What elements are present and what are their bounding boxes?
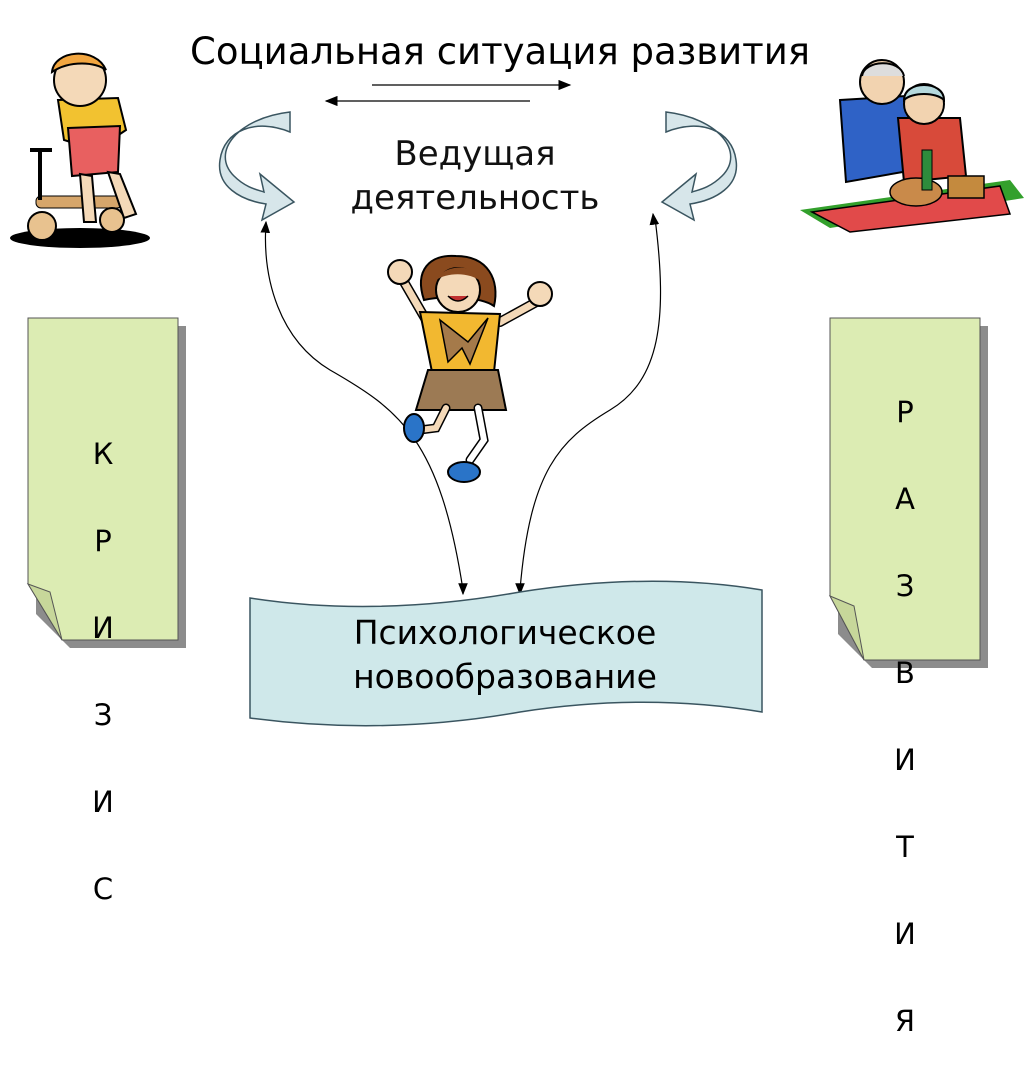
crisis-letter: Р <box>94 524 112 558</box>
diagram-stage: Социальная ситуация развития Ведущая дея… <box>10 30 1024 1036</box>
crisis-letter: К <box>92 437 114 471</box>
jumping-girl-illustration <box>387 254 553 483</box>
right-curved-arrow <box>660 111 738 222</box>
crisis-vertical-text: К Р И З И С <box>78 382 128 933</box>
neoformation-line2: новообразование <box>353 657 657 696</box>
crisis-letter: С <box>92 872 114 906</box>
development-letter: И <box>894 917 916 951</box>
crisis-note <box>26 317 186 648</box>
diagram-canvas <box>10 52 1024 727</box>
title-double-arrow <box>324 79 572 107</box>
neoformation-scroll <box>249 580 763 727</box>
crisis-letter: З <box>93 698 113 732</box>
development-note <box>828 317 988 668</box>
leading-activity-label: Ведущая деятельность <box>300 132 650 220</box>
development-letter: И <box>894 743 916 777</box>
leading-activity-line2: деятельность <box>350 178 600 218</box>
development-letter: А <box>895 482 915 516</box>
development-letter: Я <box>894 1004 916 1038</box>
page-title: Социальная ситуация развития <box>189 30 811 73</box>
development-letter: Р <box>896 395 914 429</box>
crisis-letter: И <box>92 785 114 819</box>
development-letter: В <box>895 656 915 690</box>
crisis-letter: И <box>92 611 114 645</box>
leading-activity-line1: Ведущая <box>394 134 556 174</box>
left-curved-arrow <box>218 111 296 222</box>
elderly-couple-picnic-illustration <box>800 59 1024 233</box>
development-letter: Т <box>896 830 914 864</box>
connector-arrows <box>260 212 662 596</box>
development-letter: З <box>895 569 915 603</box>
child-on-scooter-illustration <box>10 52 150 248</box>
neoformation-label: Психологическое новообразование <box>250 611 760 699</box>
neoformation-line1: Психологическое <box>353 613 657 652</box>
development-vertical-text: Р А З В И Т И Я <box>880 340 930 1065</box>
